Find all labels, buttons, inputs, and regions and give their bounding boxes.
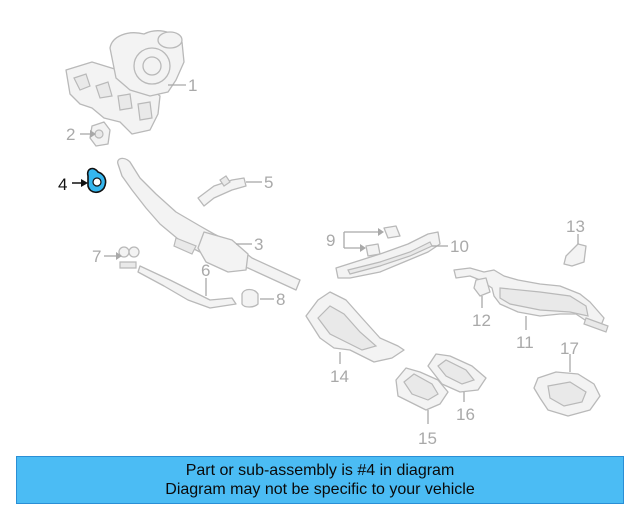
part-14-heat-shield[interactable]: [305, 291, 405, 363]
part-11-rear-muffler[interactable]: [453, 267, 609, 333]
callout-11: 11: [516, 333, 534, 352]
callout-8: 8: [276, 290, 285, 309]
callout-5: 5: [264, 173, 273, 192]
part-6-intermediate-pipe[interactable]: [137, 265, 237, 309]
exhaust-parts-diagram: 1 2 4 3 5 7 6 8: [58, 30, 609, 448]
part-5-bracket[interactable]: [197, 175, 247, 207]
callout-4: 4: [58, 175, 67, 194]
banner-line-2: Diagram may not be specific to your vehi…: [165, 481, 475, 498]
callout-12: 12: [472, 311, 491, 330]
callout-6: 6: [201, 261, 210, 280]
callout-17: 17: [560, 339, 579, 358]
callout-3: 3: [254, 235, 263, 254]
part-7-clamp[interactable]: [118, 246, 140, 269]
part-15-heat-shield[interactable]: [395, 367, 449, 411]
part-8-clamp[interactable]: [241, 288, 259, 308]
callout-2: 2: [66, 125, 75, 144]
part-17-heat-shield[interactable]: [533, 371, 601, 417]
callout-13: 13: [566, 217, 585, 236]
part-12-hanger[interactable]: [473, 277, 491, 297]
part-4-gasket-highlighted[interactable]: [86, 167, 107, 194]
callout-7: 7: [92, 247, 101, 266]
callout-16: 16: [456, 405, 475, 424]
callout-4-arrowhead: [81, 179, 88, 187]
part-3-front-pipe-catalytic-converter[interactable]: [117, 157, 301, 291]
callout-1: 1: [188, 76, 197, 95]
part-1-turbocharger-manifold[interactable]: [65, 30, 185, 135]
part-13-bracket[interactable]: [563, 243, 587, 267]
callout-10: 10: [450, 237, 469, 256]
callout-15: 15: [418, 429, 437, 448]
callout-9: 9: [326, 231, 335, 250]
part-10-heat-shield[interactable]: [335, 231, 441, 279]
callout-14: 14: [330, 367, 349, 386]
part-16-heat-shield[interactable]: [427, 353, 487, 393]
banner-line-1: Part or sub-assembly is #4 in diagram: [185, 462, 455, 479]
info-banner: Part or sub-assembly is #4 in diagram Di…: [16, 456, 624, 504]
